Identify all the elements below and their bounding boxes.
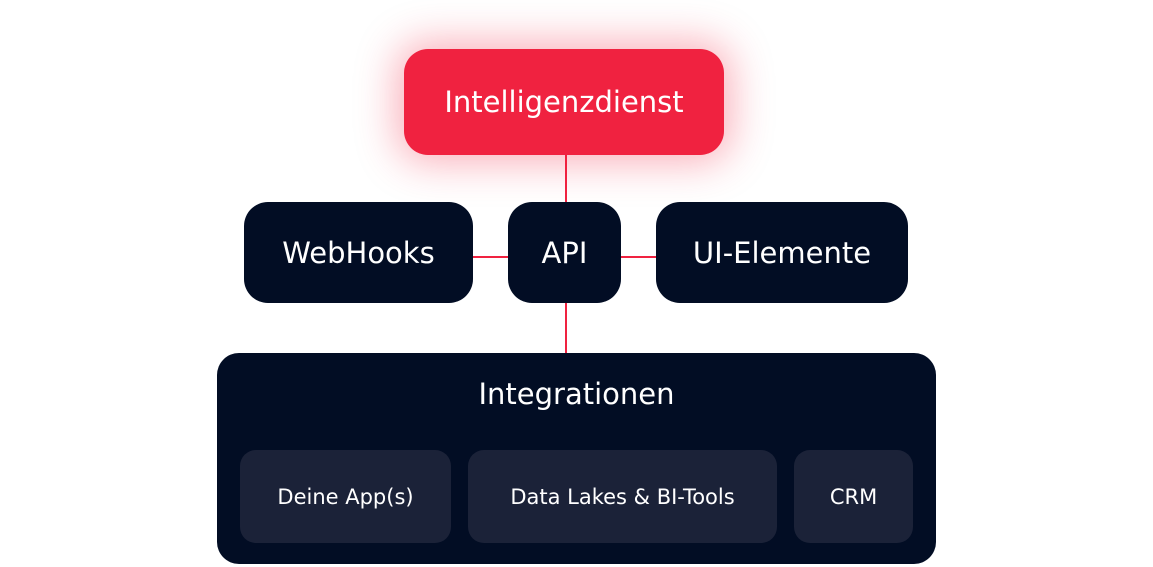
intelligence-service-node: Intelligenzdienst — [404, 49, 724, 155]
ui-elements-label: UI-Elemente — [692, 235, 872, 270]
api-node: API — [508, 202, 621, 303]
api-label: API — [541, 235, 588, 270]
integration-item-label: Data Lakes & BI-Tools — [510, 484, 735, 509]
connector-top-api — [565, 155, 567, 202]
integrations-container: Integrationen Deine App(s) Data Lakes & … — [217, 353, 936, 564]
intelligence-service-label: Intelligenzdienst — [444, 85, 684, 119]
integration-item-label: CRM — [829, 484, 878, 509]
connector-webhooks-api — [473, 256, 508, 258]
webhooks-label: WebHooks — [282, 235, 435, 270]
integration-item-crm: CRM — [794, 450, 913, 543]
integration-item-data-lakes: Data Lakes & BI-Tools — [468, 450, 777, 543]
integration-item-apps: Deine App(s) — [240, 450, 451, 543]
integrations-title: Integrationen — [478, 377, 675, 411]
connector-api-ui — [621, 256, 656, 258]
webhooks-node: WebHooks — [244, 202, 473, 303]
ui-elements-node: UI-Elemente — [656, 202, 908, 303]
connector-api-integrations — [565, 303, 567, 353]
integration-item-label: Deine App(s) — [277, 484, 414, 509]
